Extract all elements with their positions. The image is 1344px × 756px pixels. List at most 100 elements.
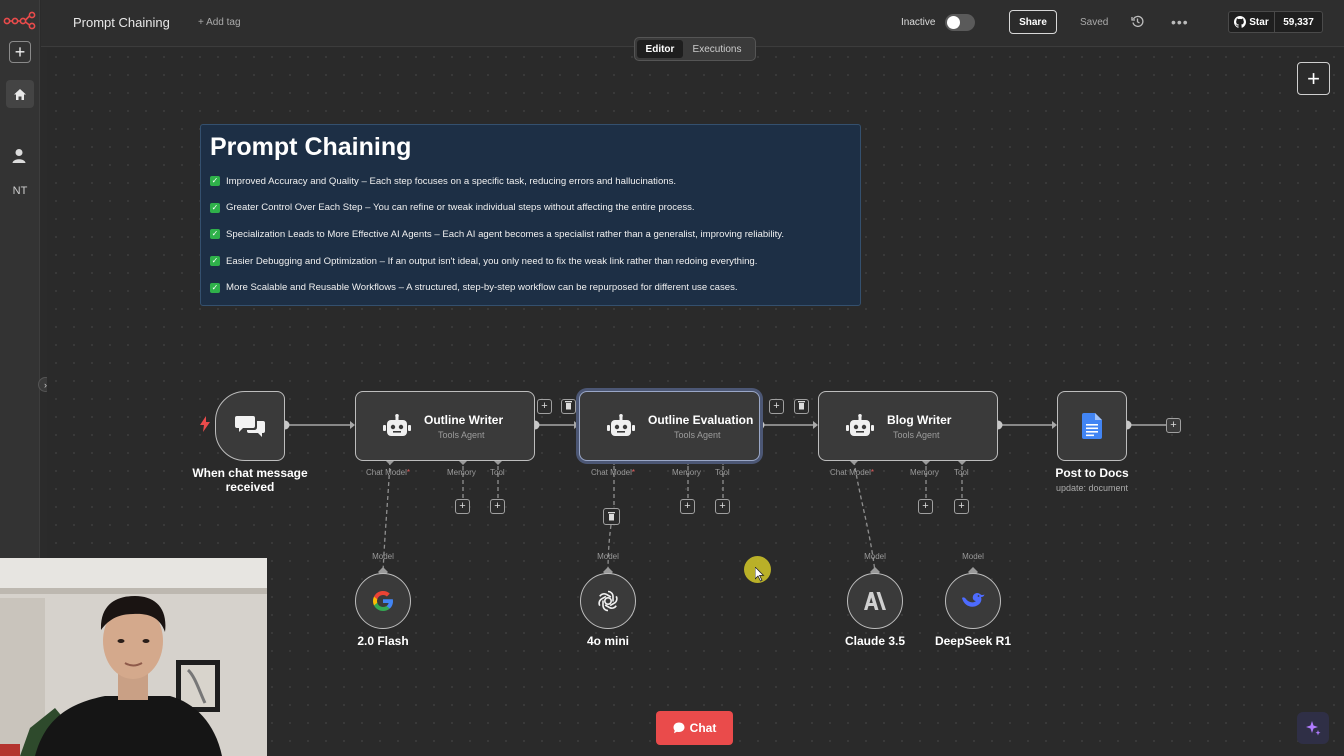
- more-options-icon[interactable]: •••: [1171, 14, 1189, 30]
- add-connection-button[interactable]: +: [769, 399, 784, 414]
- sticky-note[interactable]: Prompt Chaining ✓Improved Accuracy and Q…: [200, 124, 861, 306]
- add-connection-button[interactable]: +: [537, 399, 552, 414]
- list-item: ✓Greater Control Over Each Step – You ca…: [210, 202, 695, 214]
- delete-connection-icon[interactable]: [561, 399, 576, 414]
- check-icon: ✓: [210, 282, 220, 293]
- robot-icon: [607, 414, 635, 436]
- list-item: ✓Improved Accuracy and Quality – Each st…: [210, 175, 677, 187]
- add-node-button[interactable]: +: [1297, 62, 1330, 95]
- openai-icon: [598, 590, 618, 612]
- model-port-label: Model: [962, 552, 984, 561]
- add-tool-button[interactable]: +: [715, 499, 730, 514]
- deepseek-icon: [962, 592, 985, 607]
- post-to-docs-node[interactable]: [1057, 391, 1127, 461]
- presenter-video-image: [0, 558, 267, 756]
- active-status-label: Inactive: [901, 17, 936, 28]
- deepseek-model-node[interactable]: [945, 573, 1001, 629]
- chat-model-port-label: Chat Model*: [591, 468, 636, 477]
- memory-port-label: Memory: [447, 468, 476, 477]
- tab-executions[interactable]: Executions: [692, 43, 742, 55]
- ai-assistant-button[interactable]: [1297, 712, 1329, 744]
- robot-icon: [846, 414, 874, 436]
- claude-model-node[interactable]: [847, 573, 903, 629]
- anthropic-icon: [864, 592, 886, 610]
- webcam-overlay: [0, 558, 267, 756]
- check-icon: ✓: [210, 202, 220, 213]
- chat-button-label: Chat: [689, 721, 717, 735]
- chat-model-port-label: Chat Model*: [366, 468, 411, 477]
- google-docs-icon: [1082, 413, 1102, 439]
- add-tag-link[interactable]: + Add tag: [198, 17, 241, 28]
- trigger-bolt-icon: [200, 416, 210, 437]
- gemini-model-label: 2.0 Flash: [357, 634, 409, 648]
- node-subtitle: Tools Agent: [674, 430, 721, 440]
- sticky-note-title: Prompt Chaining: [210, 133, 412, 161]
- openai-model-node[interactable]: [580, 573, 636, 629]
- gemini-model-node[interactable]: [355, 573, 411, 629]
- list-item: ✓Easier Debugging and Optimization – If …: [210, 255, 758, 267]
- openai-model-label: 4o mini: [586, 634, 629, 648]
- chat-trigger-node[interactable]: [215, 391, 285, 461]
- user-nav-button[interactable]: [12, 148, 26, 168]
- tool-port-label: Tool: [715, 468, 730, 477]
- chat-bubble-icon: [673, 722, 685, 734]
- check-icon: ✓: [210, 176, 220, 187]
- node-title: Blog Writer: [887, 413, 952, 427]
- node-title: Outline Evaluation: [648, 413, 754, 427]
- node-subtitle: Tools Agent: [893, 430, 940, 440]
- add-memory-button[interactable]: +: [680, 499, 695, 514]
- tab-editor[interactable]: Editor: [637, 40, 683, 58]
- add-tool-button[interactable]: +: [954, 499, 969, 514]
- share-button[interactable]: Share: [1009, 10, 1057, 34]
- list-item: ✓More Scalable and Reusable Workflows – …: [210, 282, 738, 294]
- editor-tabs: Editor Executions: [634, 37, 756, 61]
- model-port-label: Model: [864, 552, 886, 561]
- github-icon: [1234, 16, 1247, 28]
- github-star-count: 59,337: [1283, 16, 1314, 28]
- memory-port-label: Memory: [672, 468, 701, 477]
- home-nav-button[interactable]: [6, 80, 34, 108]
- user-icon: [12, 149, 26, 163]
- check-icon: ✓: [210, 256, 220, 267]
- delete-model-connection-icon[interactable]: [603, 508, 620, 525]
- deepseek-model-label: DeepSeek R1: [934, 634, 1012, 648]
- add-tool-button[interactable]: +: [490, 499, 505, 514]
- delete-connection-icon[interactable]: [794, 399, 809, 414]
- robot-icon: [383, 414, 411, 436]
- outline-evaluation-node[interactable]: Outline Evaluation Tools Agent: [579, 391, 760, 461]
- active-toggle[interactable]: [945, 14, 975, 31]
- chat-trigger-label: When chat message received: [192, 466, 308, 494]
- history-icon[interactable]: [1131, 15, 1144, 33]
- blog-writer-node[interactable]: Blog Writer Tools Agent: [818, 391, 998, 461]
- post-to-docs-label: Post to Docs: [1055, 466, 1129, 480]
- node-title: Outline Writer: [424, 413, 504, 427]
- model-port-label: Model: [372, 552, 394, 561]
- tool-port-label: Tool: [490, 468, 505, 477]
- add-memory-button[interactable]: +: [918, 499, 933, 514]
- add-next-node-button[interactable]: +: [1166, 418, 1181, 433]
- node-subtitle: Tools Agent: [438, 430, 485, 440]
- saved-status: Saved: [1080, 17, 1109, 28]
- n8n-logo-icon[interactable]: [3, 10, 37, 35]
- check-icon: ✓: [210, 229, 220, 240]
- create-new-button[interactable]: +: [9, 41, 31, 63]
- workflow-title[interactable]: Prompt Chaining: [73, 15, 170, 30]
- chat-model-port-label: Chat Model*: [830, 468, 875, 477]
- mouse-cursor-icon: [754, 566, 765, 587]
- chat-bubbles-icon: [235, 416, 265, 437]
- list-item: ✓Specialization Leads to More Effective …: [210, 228, 784, 240]
- outline-writer-node[interactable]: Outline Writer Tools Agent: [355, 391, 535, 461]
- github-star-label: Star: [1249, 16, 1269, 28]
- post-to-docs-operation: update: document: [1055, 483, 1129, 493]
- add-memory-button[interactable]: +: [455, 499, 470, 514]
- model-port-label: Model: [597, 552, 619, 561]
- tool-port-label: Tool: [954, 468, 969, 477]
- home-icon: [14, 88, 26, 100]
- user-initials[interactable]: NT: [12, 185, 28, 197]
- claude-model-label: Claude 3.5: [844, 634, 906, 648]
- sparkle-icon: [1306, 721, 1321, 736]
- github-star-widget[interactable]: Star 59,337: [1228, 11, 1323, 33]
- chat-button[interactable]: Chat: [656, 711, 733, 745]
- google-icon: [372, 591, 393, 611]
- memory-port-label: Memory: [910, 468, 939, 477]
